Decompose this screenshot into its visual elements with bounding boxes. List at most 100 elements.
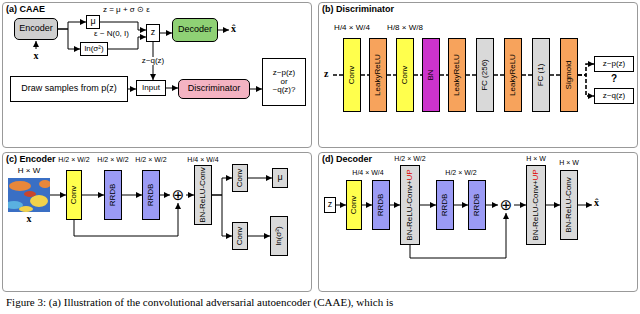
- text-holder: RRDB: [147, 184, 155, 207]
- text-holder: BN: [427, 69, 435, 80]
- edge-label: z~q(z): [141, 57, 165, 66]
- text-holder: Conv: [70, 186, 78, 205]
- conv-layer: Conv: [396, 38, 414, 112]
- output-arrow: [578, 205, 592, 206]
- upsample-block: BN-ReLU-Conv+UP: [526, 165, 546, 245]
- conv-layer: Conv: [346, 180, 362, 230]
- text-holder: (c) Encoder: [6, 154, 56, 165]
- panel-title: (b) Discriminator: [322, 4, 394, 14]
- dimension-label: H/4 × W/4: [187, 156, 218, 164]
- output-symbol: x̂: [594, 197, 599, 208]
- node-text: Input: [142, 84, 160, 93]
- node-text: UP: [405, 169, 414, 180]
- sum-node: ⊕: [170, 187, 186, 203]
- node-text: Conv: [235, 227, 244, 246]
- output-arrow: [218, 30, 229, 31]
- text-holder: BN-ReLU-Conv+UP: [532, 169, 540, 240]
- node-text: Conv: [235, 169, 244, 188]
- connector: [108, 37, 146, 49]
- connector: [514, 205, 526, 206]
- text-holder: Discriminator: [179, 80, 249, 98]
- connector-group: [58, 22, 594, 258]
- node-text: ln(σ²): [274, 226, 283, 245]
- field-patch: [30, 195, 48, 207]
- text-holder: Conv: [348, 66, 356, 85]
- dense-layer: FC (256): [476, 38, 494, 112]
- connector: [248, 178, 272, 179]
- node-text: LeakyReLU: [508, 54, 517, 96]
- conv-layer: Conv: [232, 164, 248, 192]
- panel-title: (d) Decoder: [322, 154, 372, 164]
- text-holder: RRDB: [441, 194, 449, 217]
- mean-box: μ: [86, 15, 100, 29]
- text-holder: RRDB: [473, 194, 481, 217]
- connector: [128, 89, 136, 90]
- node-text: RRDB: [376, 194, 385, 217]
- text-holder: (a) CAAE: [6, 4, 45, 15]
- connector: [160, 195, 170, 196]
- node-text: ⊕: [172, 188, 185, 203]
- dimension-label: H/2 × W/2: [445, 169, 476, 177]
- figure-caption: Figure 3: (a) Illustration of the convol…: [6, 296, 393, 308]
- node-text: z~q(z): [603, 92, 625, 101]
- connector: [58, 22, 86, 29]
- node-text: z~p(z): [603, 60, 625, 69]
- text-holder: FC (256): [481, 59, 489, 91]
- rrdb-block: RRDB: [372, 180, 390, 230]
- bn-relu-conv-block: BN-ReLU-Conv: [194, 165, 212, 225]
- panel-frame: (c) EncoderConvRRDBRRDB⊕BN-ReLU-ConvConv…: [2, 152, 312, 292]
- connector: [212, 178, 232, 195]
- latent-box: z: [324, 197, 336, 213]
- logvar-box: ln(σ²): [80, 42, 108, 56]
- prior-sampler-box: Draw samples from p(z): [10, 76, 128, 102]
- activation-layer: LeakyReLU: [504, 38, 522, 112]
- panel-frame: (a) CAAEEncoderμln(σ²)zDecoderDraw sampl…: [2, 2, 312, 148]
- text-holder: z~q(z): [595, 89, 633, 103]
- node-text: Draw samples from p(z): [21, 84, 117, 94]
- text-holder: z~p(z) or ~q(z)?: [263, 59, 305, 105]
- upsample-block: BN-ReLU-Conv+UP: [400, 165, 420, 245]
- encoder-block: Encoder: [14, 18, 58, 40]
- node-text: UP: [531, 169, 540, 180]
- output-box: z~p(z) or ~q(z)?: [262, 58, 306, 106]
- node-text: RRDB: [472, 194, 481, 217]
- dimension-label: H/2 × W/2: [97, 156, 128, 164]
- class-box: z~p(z): [594, 56, 634, 72]
- connector: [494, 74, 504, 76]
- connector: [550, 74, 560, 76]
- dimension-label: H × W: [526, 155, 546, 163]
- text-holder: FC (1): [537, 64, 545, 87]
- connector: [186, 195, 194, 196]
- dimension-label: H × W: [559, 159, 579, 167]
- connector: [522, 74, 532, 76]
- connector: [414, 74, 422, 76]
- text-holder: Encoder: [15, 19, 57, 39]
- connector: [362, 205, 372, 206]
- node-text: z: [151, 28, 156, 38]
- field-patch: [39, 180, 50, 188]
- node-text: LeakyReLU: [452, 54, 461, 96]
- node-text: Conv: [400, 66, 409, 85]
- logvar-box: ln(σ²): [270, 216, 288, 256]
- text-holder: ⊕: [498, 197, 514, 213]
- node-text: BN-ReLU-Conv: [198, 167, 207, 223]
- equation: ε ~ N(0, I): [94, 30, 129, 39]
- rrdb-block: RRDB: [436, 180, 454, 230]
- node-text: Conv: [349, 196, 358, 215]
- text-holder: μ: [87, 16, 99, 28]
- connector: [578, 64, 594, 75]
- connector: [248, 236, 270, 237]
- node-text: Discriminator: [188, 84, 241, 94]
- connector: [212, 195, 232, 236]
- input-symbol: x: [34, 50, 39, 61]
- node-text: LeakyReLU: [373, 54, 382, 96]
- text-holder: LeakyReLU: [453, 54, 461, 96]
- rrdb-block: RRDB: [104, 170, 122, 220]
- text-holder: BN-ReLU-Conv: [565, 177, 573, 233]
- connector: [250, 89, 262, 90]
- node-text: ⊕: [500, 198, 513, 213]
- connector: [100, 22, 146, 30]
- text-holder: (d) Decoder: [322, 154, 372, 165]
- connector: [420, 205, 436, 206]
- connector: [440, 74, 448, 76]
